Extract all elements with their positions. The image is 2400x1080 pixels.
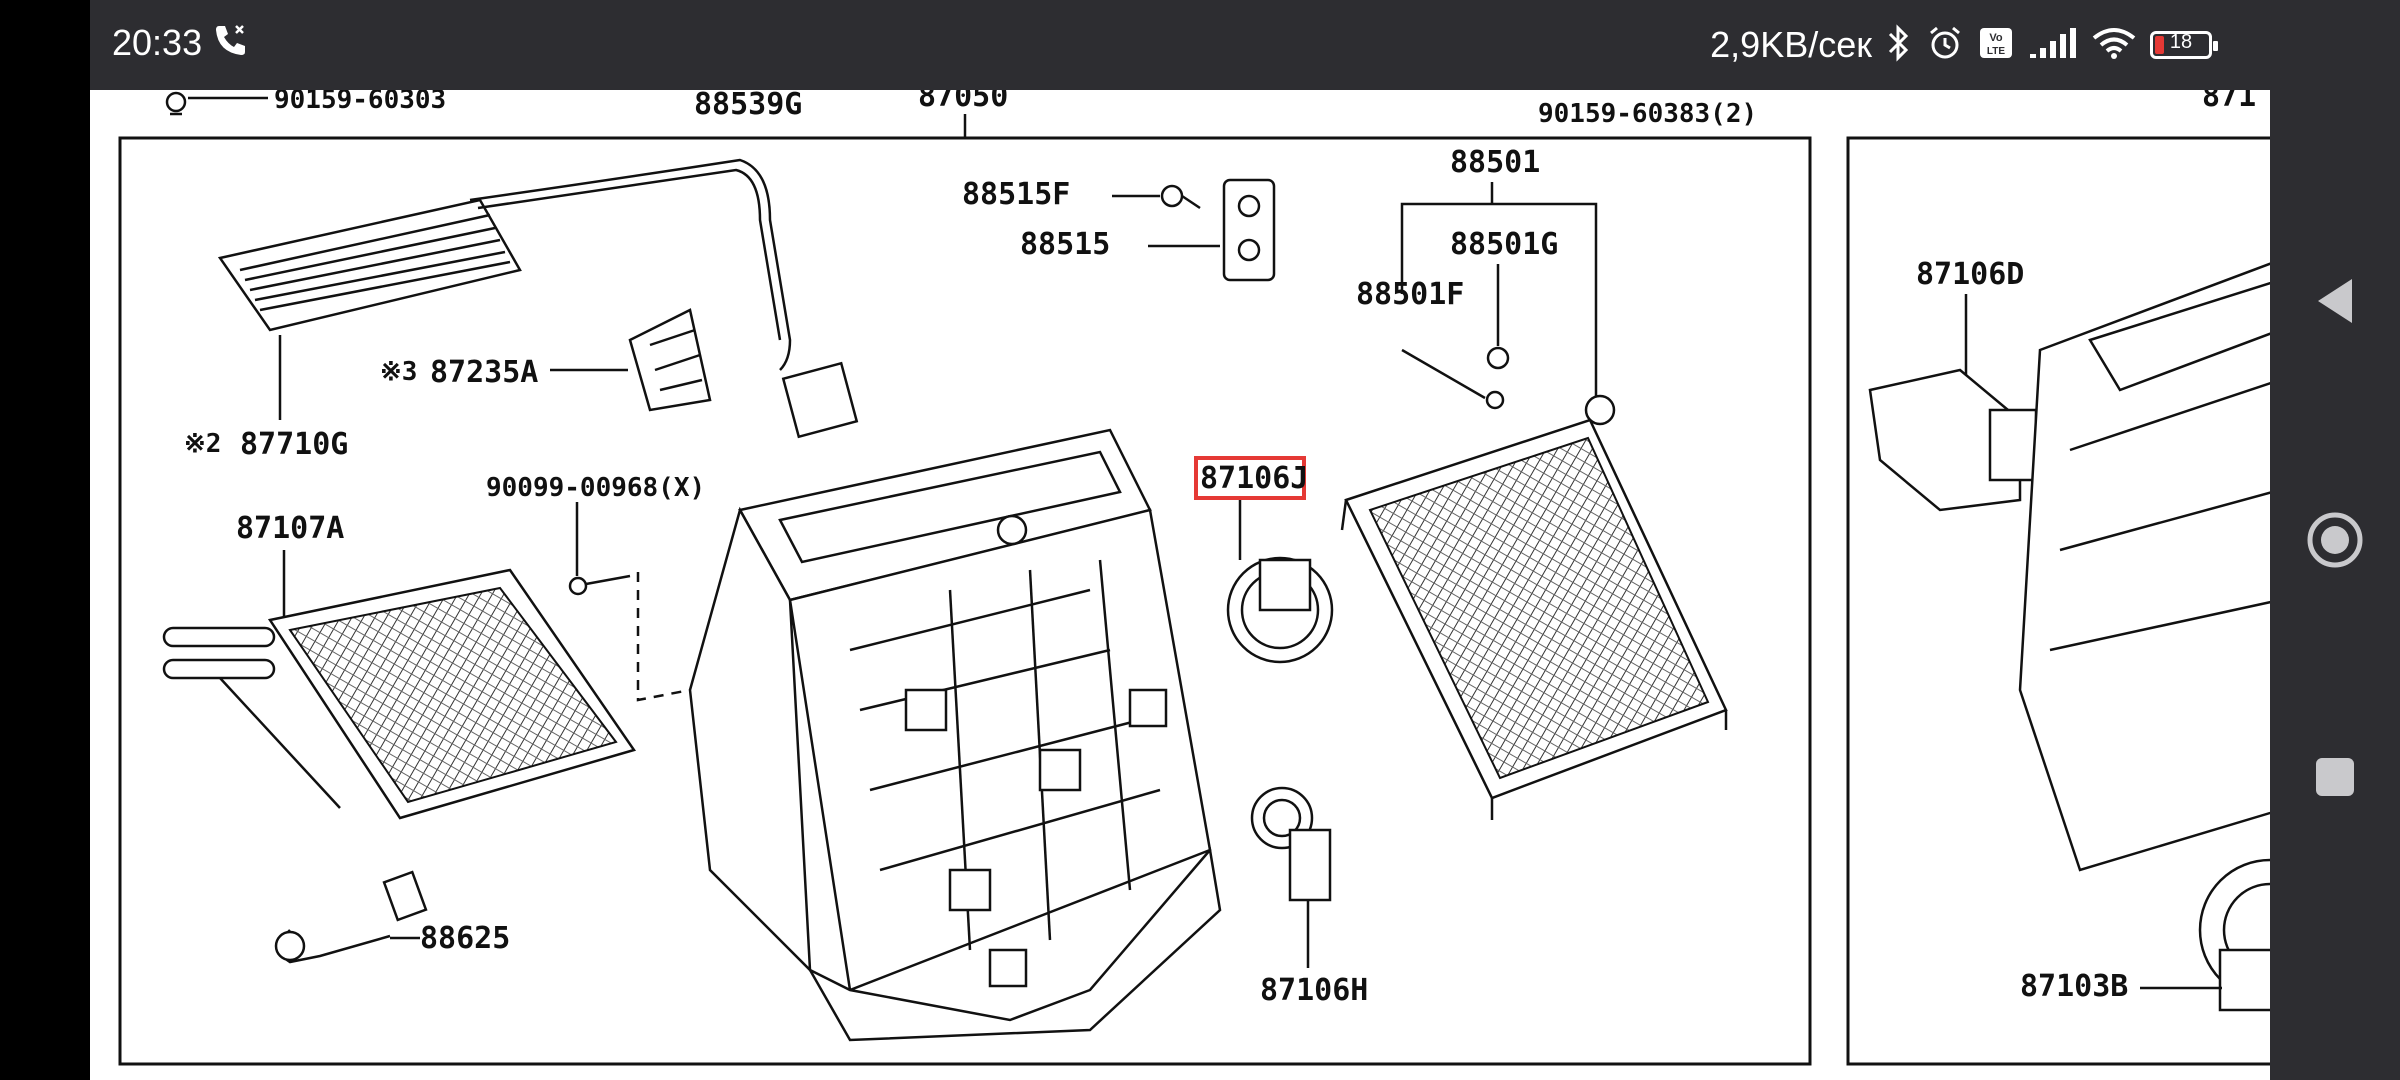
label-88501G: 88501G xyxy=(1450,227,1558,262)
label-87106H: 87106H xyxy=(1260,973,1368,1008)
label-90099-00968: 90099-00968(X) xyxy=(486,473,705,503)
battery-level: 18 xyxy=(2169,31,2193,53)
label-87710G: 87710G xyxy=(240,427,348,462)
blower-resistor-part xyxy=(217,158,859,439)
note-87710G: ※2 xyxy=(184,429,221,459)
screw-icon xyxy=(165,91,187,116)
heater-core-part xyxy=(162,568,637,820)
label-88515F: 88515F xyxy=(962,177,1070,212)
diagram-frame-left xyxy=(118,136,1812,1066)
label-88501: 88501 xyxy=(1450,145,1540,180)
evaporator-part xyxy=(1340,394,1728,820)
status-time: 20:33 xyxy=(112,22,203,63)
signal-icon xyxy=(2028,26,2078,64)
sensor-part xyxy=(274,870,428,964)
network-speed: 2,9KB/сек xyxy=(1710,24,1872,65)
note-87235A: ※3 xyxy=(380,357,417,387)
wifi-icon xyxy=(2092,26,2136,64)
servo-motor-part xyxy=(1226,556,1334,664)
bolt-part xyxy=(1160,184,1201,210)
phone-call-icon xyxy=(212,22,248,62)
label-90159-60303: 90159-60303 xyxy=(274,90,446,115)
highlight-box xyxy=(1194,456,1306,500)
duct-part xyxy=(628,308,712,412)
screw-part xyxy=(568,574,631,596)
label-87106J[interactable]: 87106J xyxy=(1200,461,1308,496)
diagram-frame-right xyxy=(1846,136,2270,1066)
o-ring-small-part xyxy=(1485,390,1505,410)
back-button[interactable] xyxy=(2270,246,2400,356)
home-button[interactable] xyxy=(2270,485,2400,595)
recents-button[interactable] xyxy=(2270,722,2400,832)
o-ring-part xyxy=(1486,346,1510,370)
hvac-case-part xyxy=(688,428,1222,1042)
label-87106D: 87106D xyxy=(1916,257,2024,292)
actuator-right-part xyxy=(1868,368,2038,512)
label-88625: 88625 xyxy=(420,921,510,956)
label-90159-60383: 90159-60383(2) xyxy=(1538,99,1757,129)
label-87107A: 87107A xyxy=(236,511,344,546)
image-viewer[interactable]: 90159-60303 88539G 87050 90159-60383(2) … xyxy=(90,90,2270,1080)
battery-icon: 18 xyxy=(2150,31,2218,59)
svg-text:LTE: LTE xyxy=(1987,46,2005,57)
parts-diagram[interactable]: 90159-60303 88539G 87050 90159-60383(2) … xyxy=(90,90,2270,1080)
navigation-bar xyxy=(2270,0,2400,1080)
label-88515: 88515 xyxy=(1020,227,1110,262)
label-871-cut: 871 xyxy=(2202,90,2256,114)
home-circle-icon xyxy=(2307,512,2363,568)
blower-case-part xyxy=(2018,262,2270,1012)
bluetooth-icon xyxy=(1886,24,1912,66)
label-88539G: 88539G xyxy=(694,90,802,122)
back-triangle-icon xyxy=(2318,279,2352,323)
label-87050: 87050 xyxy=(918,90,1008,114)
label-87235A: 87235A xyxy=(430,355,538,390)
svg-text:Vo: Vo xyxy=(1989,32,2003,44)
recents-square-icon xyxy=(2316,758,2354,796)
label-88501F: 88501F xyxy=(1356,277,1464,312)
battery-fill xyxy=(2155,36,2164,54)
actuator-part xyxy=(1250,786,1332,902)
label-87103B: 87103B xyxy=(2020,969,2128,1004)
expansion-valve-part xyxy=(1222,178,1276,282)
alarm-icon xyxy=(1926,24,1964,66)
